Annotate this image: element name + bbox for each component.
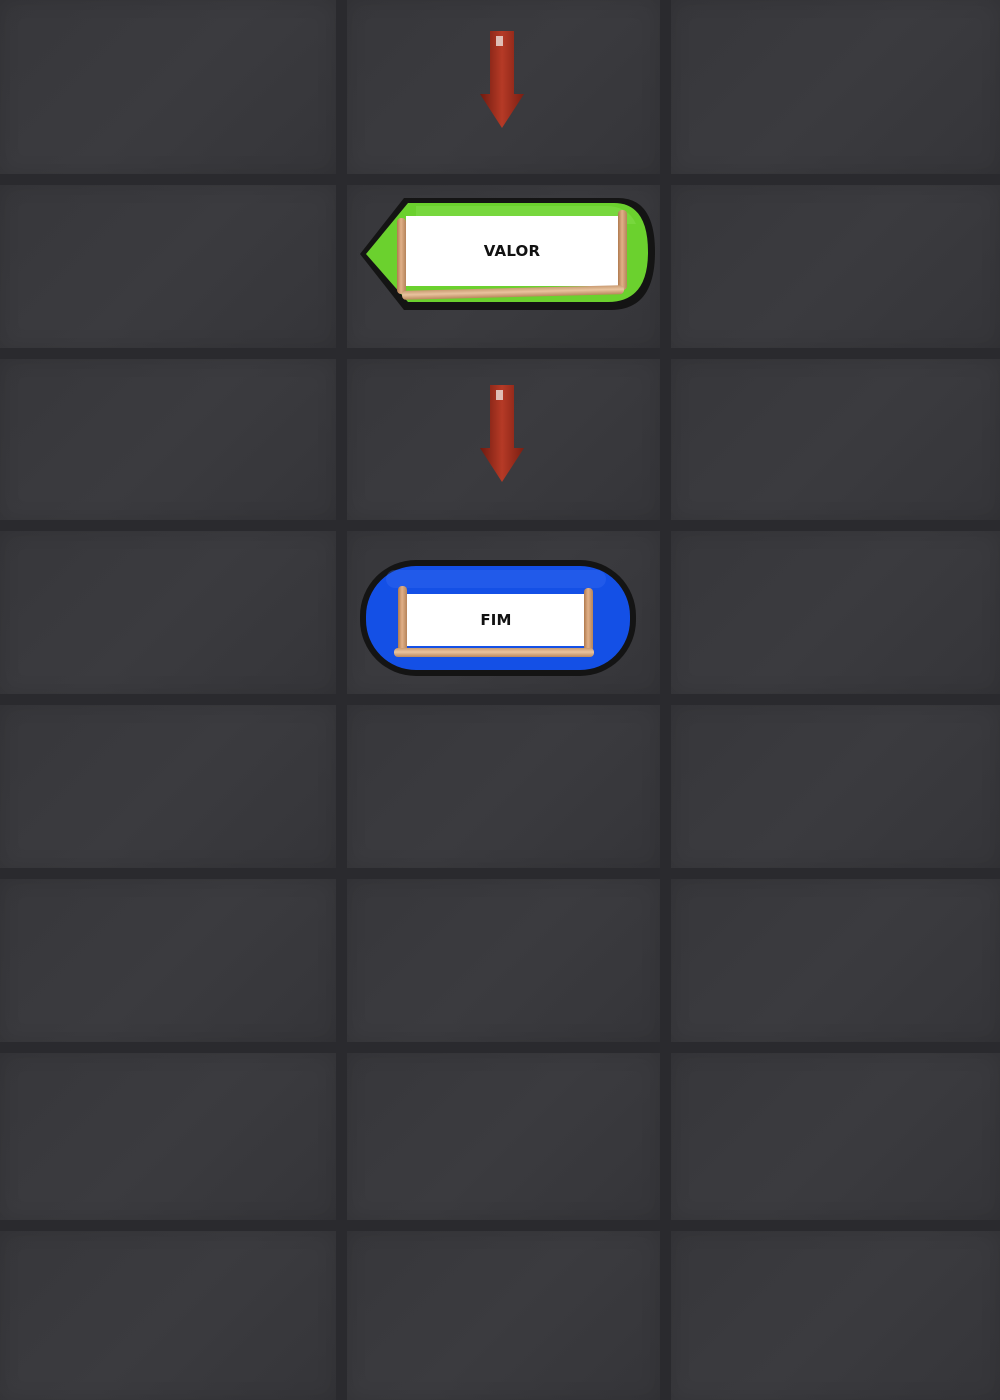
grid-cell [671,1053,1000,1220]
down-arrow-icon [480,385,524,482]
right-stick [584,588,593,652]
down-arrow-icon [480,31,524,128]
grid-cell [347,1053,660,1220]
grid-cell [0,531,336,694]
grid-cell [347,1231,660,1400]
grid-cell [0,359,336,520]
grid-cell [671,531,1000,694]
grid-cell [671,705,1000,868]
grid-cell [0,1053,336,1220]
output-label: VALOR [406,216,618,286]
left-stick [397,218,406,294]
grid-cell [0,1231,336,1400]
grid-cell [347,705,660,868]
grid-cell [0,0,336,174]
bottom-stick [394,648,594,657]
grid-cell [671,1231,1000,1400]
grid-cell [0,705,336,868]
right-stick [618,210,627,290]
left-stick [398,586,407,654]
grid-cell [671,359,1000,520]
grid-cell [671,879,1000,1042]
end-terminator-shape: FIM [358,556,640,680]
grid-cell [671,0,1000,174]
end-label: FIM [406,594,586,646]
grid-cell [0,185,336,348]
grid-cell [0,879,336,1042]
output-display-shape: VALOR [356,194,658,316]
grid-cell [347,879,660,1042]
grid-cell [671,185,1000,348]
